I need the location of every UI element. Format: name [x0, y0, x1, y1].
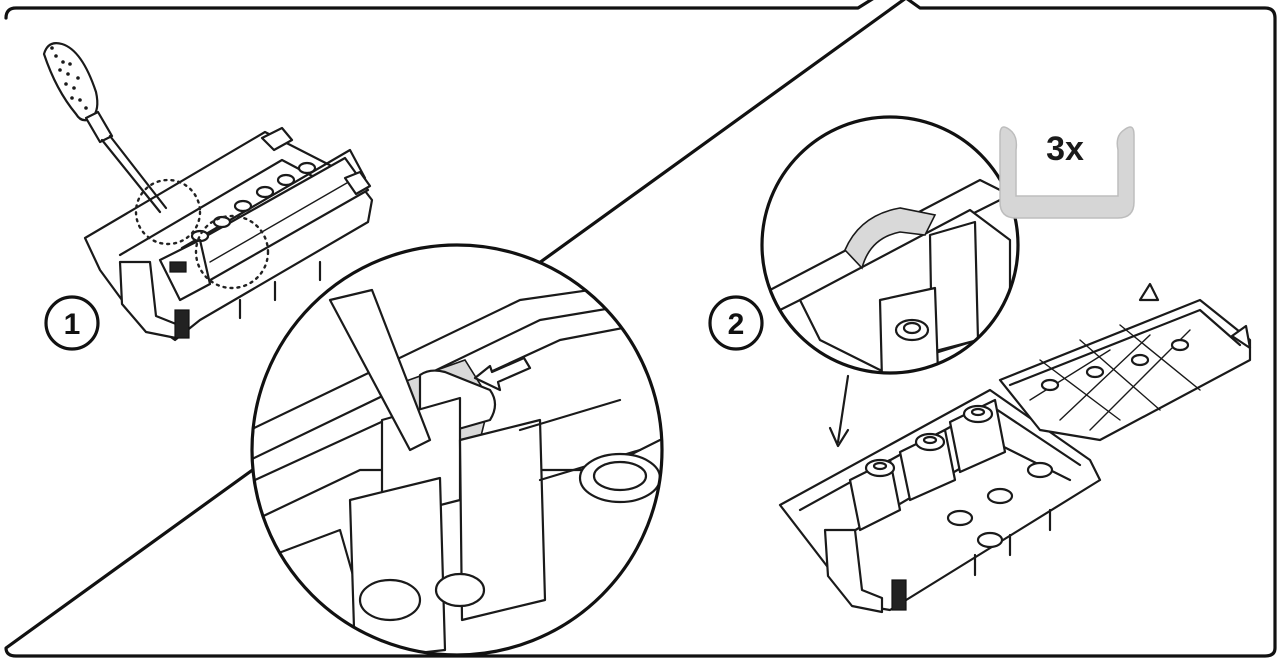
detail-magnifier [250, 243, 664, 657]
step-2-illustration: 2 3x [708, 115, 1252, 614]
step-2-number: 2 [728, 308, 745, 341]
arrow-left-icon [473, 356, 532, 392]
arrow-down-icon [828, 374, 850, 448]
step-1-number: 1 [64, 308, 81, 341]
bracket-magnifier [760, 115, 1020, 375]
step-1-illustration: 1 [42, 42, 664, 657]
highlight-circle-left [134, 178, 202, 246]
junction-box-open [778, 282, 1252, 614]
step-2-badge: 2 [708, 295, 764, 351]
screwdriver-icon [42, 42, 168, 214]
diagram-frame [4, 0, 1277, 658]
step-1-badge: 1 [44, 295, 100, 351]
junction-box-closed [83, 126, 374, 342]
u-bracket-icon [999, 126, 1135, 219]
quantity-label: 3x [1046, 130, 1084, 168]
highlight-circle-right [194, 214, 270, 290]
